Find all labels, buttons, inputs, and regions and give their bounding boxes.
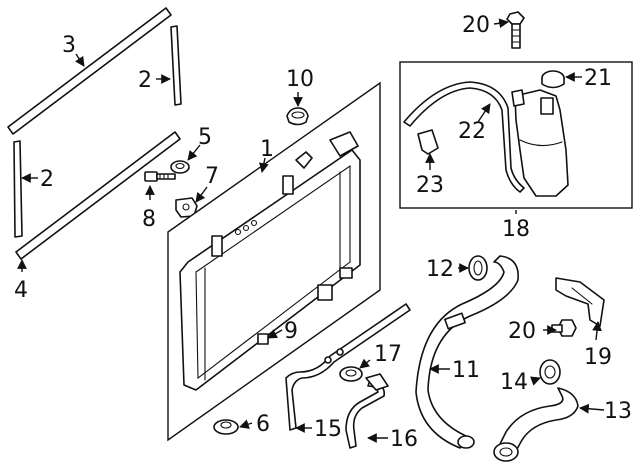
callout-21: 21 [584,66,612,91]
hose-clamp-14 [539,359,561,385]
bushing-5 [170,160,190,174]
reservoir-tank-22 [511,89,569,197]
reservoir-cap-21 [541,70,565,89]
callout-14: 14 [500,370,528,395]
callout-2-left: 2 [40,167,54,192]
callout-19: 19 [584,345,612,370]
bolt-8 [144,171,176,182]
side-seal-strip-right [170,25,182,106]
callout-7: 7 [205,164,219,189]
callout-1: 1 [260,137,274,162]
bolt-20-right [551,319,577,337]
callout-12: 12 [426,257,454,282]
callout-2-top: 2 [138,68,152,93]
upper-seal-strip [7,7,172,135]
callout-11: 11 [452,358,480,383]
bushing-6 [213,419,239,435]
radiator-cap-10 [286,107,309,126]
lower-seal-strip [15,131,181,260]
callout-10: 10 [286,67,314,92]
hose-clamp-17 [339,366,363,382]
callout-15: 15 [314,417,342,442]
leader-lines [17,18,605,443]
radiator-1 [179,131,361,391]
callout-labels: 1 2 2 3 4 5 6 7 8 9 10 11 12 13 14 15 16… [14,13,632,452]
callout-5: 5 [198,125,212,150]
side-seal-strip-left [13,140,23,238]
overflow-hose-15 [285,303,411,431]
callout-20-top: 20 [462,13,490,38]
bracket-19 [555,277,605,327]
callout-6: 6 [256,412,270,437]
drain-hose-16 [345,373,389,449]
reservoir-hose-22 [403,81,525,193]
callout-22: 22 [458,119,486,144]
upper-hose-11 [415,255,519,449]
callout-16: 16 [390,427,418,452]
bolt-20-top [506,11,525,49]
callout-4: 4 [14,278,28,303]
callout-20-right: 20 [508,319,536,344]
callout-13: 13 [604,399,632,424]
lower-hose-13 [493,387,579,462]
hose-clamp-12 [468,255,488,281]
hose-clip-23 [417,129,439,155]
callout-9: 9 [284,319,298,344]
callout-3: 3 [62,33,76,58]
callout-17: 17 [374,342,402,367]
callout-18: 18 [502,217,530,242]
callout-23: 23 [416,173,444,198]
callout-8: 8 [142,207,156,232]
